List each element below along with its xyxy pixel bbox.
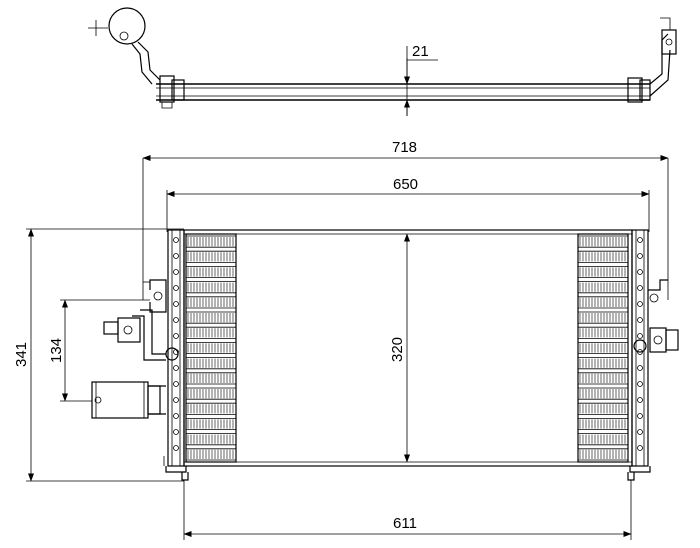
fin-row-border	[186, 311, 236, 324]
left-upper-bracket	[143, 279, 167, 313]
receiver-drier	[91, 381, 166, 419]
header-hole	[637, 285, 643, 291]
header-hole	[637, 253, 643, 259]
fin-row-border	[578, 372, 628, 385]
dim-thickness-label: 21	[412, 43, 429, 60]
fin-row-border	[578, 235, 628, 248]
left-pipe-fitting	[103, 309, 179, 361]
header-hole	[637, 333, 643, 339]
header-hole	[637, 269, 643, 275]
header-hole	[173, 285, 179, 291]
dim-core-height-label: 320	[389, 337, 406, 362]
fin-row-border	[578, 357, 628, 370]
dim-core-width-label: 650	[393, 176, 418, 193]
left-header-tank	[163, 229, 189, 481]
header-hole	[637, 413, 643, 419]
header-hole	[637, 397, 643, 403]
dim-bracket-spacing-label: 134	[48, 338, 65, 363]
fin-row-border	[186, 433, 236, 446]
header-hole	[173, 253, 179, 259]
left-fin-block	[185, 233, 237, 463]
fin-row-border	[186, 448, 236, 461]
fin-row-border	[578, 281, 628, 294]
fin-row-border	[186, 357, 236, 370]
header-hole	[173, 333, 179, 339]
fin-row-border	[186, 342, 236, 354]
dim-overall-width-label: 718	[392, 139, 417, 156]
fin-row-border	[186, 250, 236, 263]
right-pipe-fitting	[633, 279, 679, 353]
fin-row-border	[578, 418, 628, 430]
header-hole	[637, 365, 643, 371]
header-hole	[173, 445, 179, 451]
header-hole	[173, 429, 179, 435]
header-hole	[173, 269, 179, 275]
fin-row-border	[186, 418, 236, 430]
header-hole	[173, 317, 179, 323]
fin-row-border	[578, 296, 628, 309]
header-hole	[173, 301, 179, 307]
header-hole	[637, 381, 643, 387]
header-hole	[637, 445, 643, 451]
header-hole	[637, 237, 643, 243]
fin-row-border	[186, 387, 236, 400]
fin-row-border	[186, 296, 236, 309]
fin-row-border	[578, 326, 628, 339]
dim-overall-height-label: 341	[13, 342, 30, 367]
fin-row-border	[578, 387, 628, 400]
fin-row-border	[578, 342, 628, 354]
top-view: 21	[88, 7, 677, 116]
dim-mount-spacing-label: 611	[393, 515, 417, 532]
fin-row-border	[186, 235, 236, 248]
fin-row-border	[578, 311, 628, 324]
front-view: 718 650	[13, 139, 679, 540]
header-hole	[637, 429, 643, 435]
fin-row-border	[578, 448, 628, 461]
fin-row-border	[578, 250, 628, 263]
fin-row-border	[578, 402, 628, 415]
header-hole	[637, 317, 643, 323]
right-fin-block	[577, 233, 629, 463]
right-header-tank	[627, 229, 651, 481]
header-hole	[173, 381, 179, 387]
fin-row-border	[186, 372, 236, 385]
header-hole	[173, 413, 179, 419]
fin-row-border	[578, 266, 628, 278]
header-hole	[173, 365, 179, 371]
header-hole	[637, 301, 643, 307]
fin-row-border	[186, 402, 236, 415]
fin-row-border	[186, 281, 236, 294]
fin-row-border	[186, 326, 236, 339]
header-hole	[173, 237, 179, 243]
fin-row-border	[186, 266, 236, 278]
header-hole	[173, 397, 179, 403]
fin-row-border	[578, 433, 628, 446]
